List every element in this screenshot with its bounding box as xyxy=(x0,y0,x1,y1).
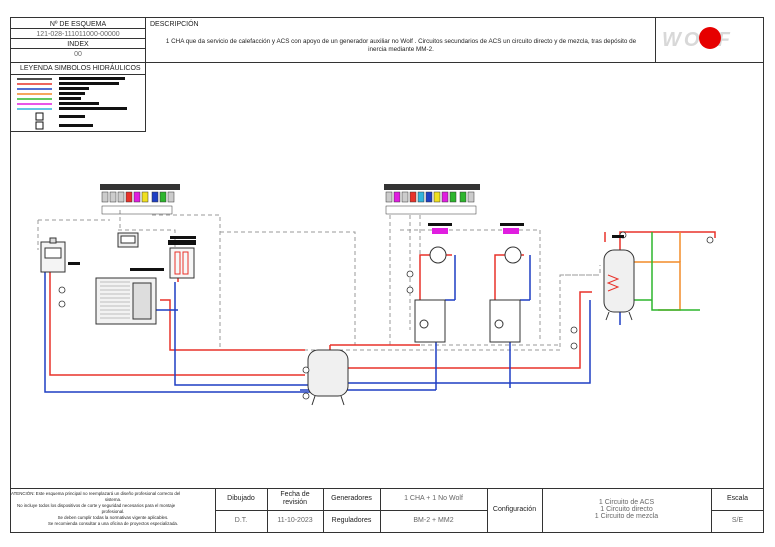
scale-label: Escala xyxy=(726,495,748,502)
circuit-group-1 xyxy=(414,228,448,343)
legend-swatches xyxy=(17,77,127,130)
scheme-number-label: Nº DE ESQUEMA xyxy=(49,21,107,28)
terminal-strip-left xyxy=(100,184,180,215)
recirculation-pipe xyxy=(633,232,681,311)
revision-label-2: revisión xyxy=(282,499,308,506)
cold-water-pipe xyxy=(633,232,700,311)
heat-pump-outdoor-unit xyxy=(95,277,157,325)
generators-label: Generadores xyxy=(331,495,372,502)
configuration-line-3: 1 Circuito de mezcla xyxy=(594,513,659,520)
attention-line-4: profesional. xyxy=(101,509,125,514)
legend-box xyxy=(10,62,146,132)
legend-title: LEYENDA SIMBOLOS HIDRÁULICOS xyxy=(20,65,141,72)
regulators-label: Reguladores xyxy=(331,517,372,524)
wolf-logo: WOLF xyxy=(660,27,758,52)
generators-value: 1 CHA + 1 No Wolf xyxy=(404,495,463,502)
regulators-value: BM-2 + MM2 xyxy=(413,517,454,524)
return-pipes xyxy=(44,255,621,393)
attention-line-6: Se recomienda consultar a una oficina de… xyxy=(47,521,179,526)
revision-value: 11-10-2023 xyxy=(277,517,313,524)
dhw-tank xyxy=(603,249,635,321)
attention-line-3: No incluye todos los dispositivos de cor… xyxy=(17,503,176,508)
index-value: 00 xyxy=(74,51,82,58)
attention-line-1: ATENCIÓN: Este esquema principal no reem… xyxy=(11,491,181,496)
configuration-label: Configuración xyxy=(492,506,537,513)
attention-line-5: Se deben cumplir todas la normativas vig… xyxy=(57,515,169,520)
auxiliary-generator xyxy=(40,237,66,273)
scale-value: S/E xyxy=(731,517,744,524)
terminal-strip-right xyxy=(384,184,480,215)
description-label: DESCRIPCIÓN xyxy=(150,21,199,28)
logo-cell xyxy=(655,17,764,63)
attention-line-2: sistema. xyxy=(104,497,122,502)
circuit-group-2 xyxy=(489,228,522,343)
room-controller xyxy=(117,232,139,248)
configuration-line-1: 1 Circuito de ACS xyxy=(598,499,655,506)
index-label: INDEX xyxy=(67,41,89,48)
revision-label-1: Fecha de xyxy=(280,491,310,498)
logo-red-dot xyxy=(699,27,721,49)
drawn-label: Dibujado xyxy=(227,495,255,502)
buffer-tank xyxy=(307,349,349,406)
drawn-value: D.T. xyxy=(234,517,248,524)
configuration-line-2: 1 Circuito directo xyxy=(600,506,653,513)
label-bars xyxy=(68,223,624,271)
description-line-2: inercia mediante MM-2. xyxy=(368,46,434,53)
description-line-1: 1 CHA que da servicio de calefacción y A… xyxy=(165,38,637,45)
hydraulic-module xyxy=(168,240,196,279)
scheme-number: 121-028-111011000-00000 xyxy=(36,31,120,38)
